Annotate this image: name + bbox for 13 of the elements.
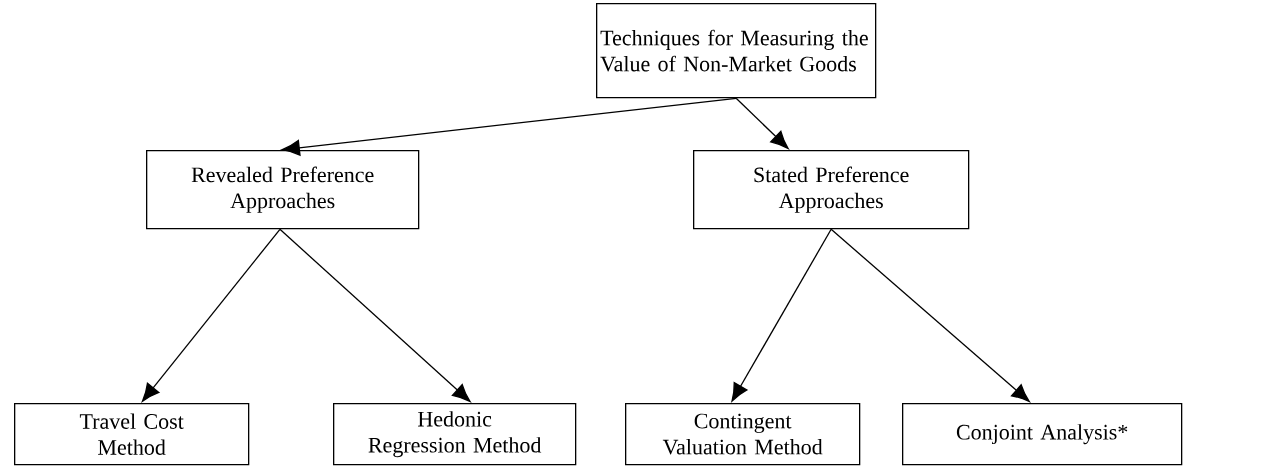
arrow — [141, 228, 281, 402]
box: Contingent Valuation Method — [625, 403, 861, 466]
arrow — [281, 97, 737, 156]
arrow — [735, 97, 789, 149]
box: Stated Preference Approaches — [693, 150, 970, 230]
box: Travel Cost Method — [14, 403, 250, 466]
box: Conjoint Analysis* — [902, 403, 1183, 466]
box: Techniques for Measuring the Value of Non-Market Goods — [596, 3, 877, 99]
arrow — [830, 228, 1030, 403]
box: Hedonic Regression Method — [333, 403, 577, 466]
arrow — [279, 228, 471, 403]
arrow — [731, 228, 832, 402]
box: Revealed Preference Approaches — [146, 150, 420, 230]
